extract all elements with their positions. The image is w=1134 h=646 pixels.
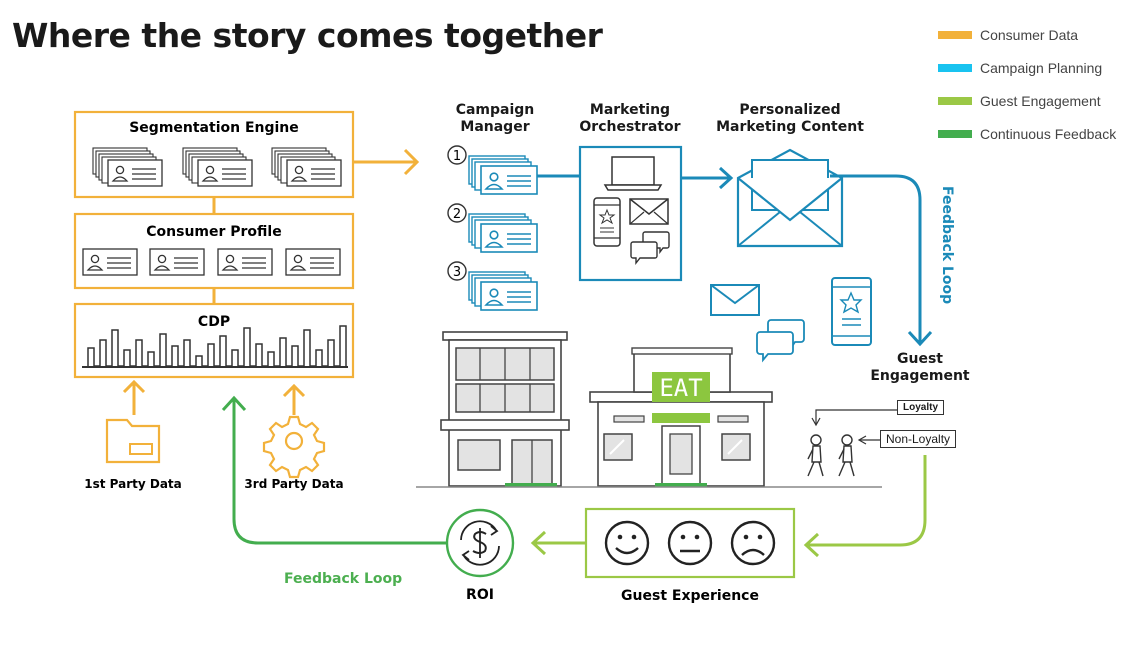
floating-phone-icon bbox=[831, 277, 872, 346]
legend-label: Campaign Planning bbox=[980, 59, 1103, 76]
cdp: CDP bbox=[73, 302, 355, 379]
arrow-engagement-to-experience bbox=[803, 455, 927, 558]
arrow-first-party-up bbox=[122, 379, 146, 415]
arrow-third-party-up bbox=[282, 383, 306, 415]
phone-icon bbox=[593, 197, 621, 247]
campaign-manager-cards: 1 2 3 bbox=[447, 145, 537, 310]
step-number: 3 bbox=[453, 265, 461, 280]
arrow-orchestrator-to-content bbox=[681, 166, 734, 190]
person-loyalty-icon bbox=[807, 434, 824, 477]
neutral-face-icon bbox=[667, 520, 713, 566]
personalized-content-label: Personalized Marketing Content bbox=[716, 102, 864, 135]
feedback-loop-label: Feedback Loop bbox=[284, 571, 403, 587]
mail-icon bbox=[629, 198, 669, 225]
arrow-segmentation-to-campaign bbox=[353, 148, 420, 176]
laptop-icon bbox=[603, 156, 663, 191]
gear-icon bbox=[262, 415, 326, 479]
consumer-profile-label: Consumer Profile bbox=[146, 224, 281, 240]
marketing-orchestrator-label: Marketing Orchestrator bbox=[579, 102, 681, 135]
legend-swatch bbox=[938, 30, 972, 39]
restaurant-building: EAT bbox=[589, 347, 773, 487]
legend-item-campaign-planning: Campaign Planning bbox=[938, 51, 1116, 84]
feedback-loop-arrow-bottom bbox=[221, 395, 447, 545]
page-title: Where the story comes together bbox=[12, 16, 603, 55]
sad-face-icon bbox=[730, 520, 776, 566]
arrow-experience-to-roi bbox=[530, 530, 586, 556]
step-number: 2 bbox=[453, 207, 461, 222]
loyalty-tag: Loyalty bbox=[897, 400, 945, 415]
marketing-orchestrator bbox=[578, 145, 683, 282]
consumer-profile: Consumer Profile bbox=[73, 212, 355, 290]
first-party-label: 1st Party Data bbox=[84, 477, 182, 491]
legend-label: Continuous Feedback bbox=[980, 125, 1117, 142]
legend-item-guest-engagement: Guest Engagement bbox=[938, 84, 1116, 117]
non-loyalty-tag: Non-Loyalty bbox=[880, 430, 957, 448]
roi-icon bbox=[445, 508, 515, 578]
legend-swatch bbox=[938, 129, 972, 138]
legend: Consumer Data Campaign Planning Guest En… bbox=[938, 18, 1116, 150]
floating-chat-icon bbox=[756, 319, 805, 361]
legend-item-consumer-data: Consumer Data bbox=[938, 18, 1116, 51]
legend-label: Guest Engagement bbox=[980, 92, 1101, 109]
chat-bubbles-icon bbox=[630, 231, 670, 265]
guest-engagement-label: Guest Engagement bbox=[870, 351, 970, 384]
cdp-label: CDP bbox=[198, 314, 230, 330]
eat-sign: EAT bbox=[659, 374, 702, 402]
envelope-icon bbox=[736, 148, 844, 248]
guest-experience-label: Guest Experience bbox=[621, 588, 759, 604]
third-party-label: 3rd Party Data bbox=[244, 477, 343, 491]
campaign-manager-label: Campaign Manager bbox=[455, 102, 535, 135]
office-building bbox=[440, 331, 570, 487]
legend-swatch bbox=[938, 63, 972, 72]
happy-face-icon bbox=[604, 520, 650, 566]
person-non-loyalty-icon bbox=[838, 434, 855, 477]
floating-mail-icon bbox=[710, 284, 760, 316]
legend-swatch bbox=[938, 96, 972, 105]
feedback-loop-vertical-label: Feedback Loop bbox=[939, 186, 955, 305]
folder-icon bbox=[105, 418, 161, 464]
step-number: 1 bbox=[453, 149, 461, 164]
guest-experience bbox=[584, 507, 796, 579]
legend-item-continuous-feedback: Continuous Feedback bbox=[938, 117, 1116, 150]
segmentation-engine-label: Segmentation Engine bbox=[129, 120, 299, 136]
roi-label: ROI bbox=[466, 587, 494, 603]
legend-label: Consumer Data bbox=[980, 26, 1079, 43]
feedback-loop-arrow-vertical bbox=[830, 174, 933, 347]
segmentation-engine: Segmentation Engine bbox=[73, 110, 355, 199]
